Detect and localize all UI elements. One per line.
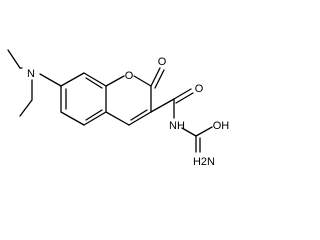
atom-amide-oxygen: O xyxy=(195,83,204,95)
atom-labels: N O O O NH OH H2N xyxy=(27,56,229,168)
bond-c3-c4 xyxy=(128,111,152,126)
bond-ethyl1-a xyxy=(7,49,21,69)
bond-camide-o-b xyxy=(175,92,194,104)
bond-o1-c2 xyxy=(133,75,152,87)
bond-c2-o-b xyxy=(154,69,165,89)
bond-c5-c6 xyxy=(60,111,85,126)
bond-c4-c4a xyxy=(105,111,130,126)
atom-carbonyl-oxygen: O xyxy=(158,56,167,68)
bond-ethyl2-b xyxy=(19,99,33,117)
atom-urea-hydroxyl: OH xyxy=(213,120,230,132)
bond-c8-c8a-inner xyxy=(85,77,103,89)
bonds xyxy=(7,49,213,153)
bond-curea-oh xyxy=(195,126,213,137)
bond-n-c7 xyxy=(39,73,62,87)
bond-camide-o-a xyxy=(173,88,192,100)
atom-amine-nitrogen: N xyxy=(27,68,35,80)
atom-ring-oxygen: O xyxy=(125,70,134,82)
bond-c3-camide xyxy=(150,98,175,113)
bond-n-curea xyxy=(181,127,197,137)
bond-c8-c8a xyxy=(83,72,107,87)
bond-c4a-c5 xyxy=(83,111,107,126)
bond-c2-o-a xyxy=(150,67,161,87)
bond-c8a-o1 xyxy=(105,75,125,87)
atom-urea-amine: H2N xyxy=(193,156,215,168)
bond-c7-c8 xyxy=(60,72,85,87)
bond-c4a-c5-inner xyxy=(85,109,103,121)
chemical-structure-diagram: N O O O NH OH H2N xyxy=(7,49,229,168)
bond-c3-c4-inner xyxy=(130,109,148,121)
atom-amide-nitrogen: NH xyxy=(169,120,185,132)
